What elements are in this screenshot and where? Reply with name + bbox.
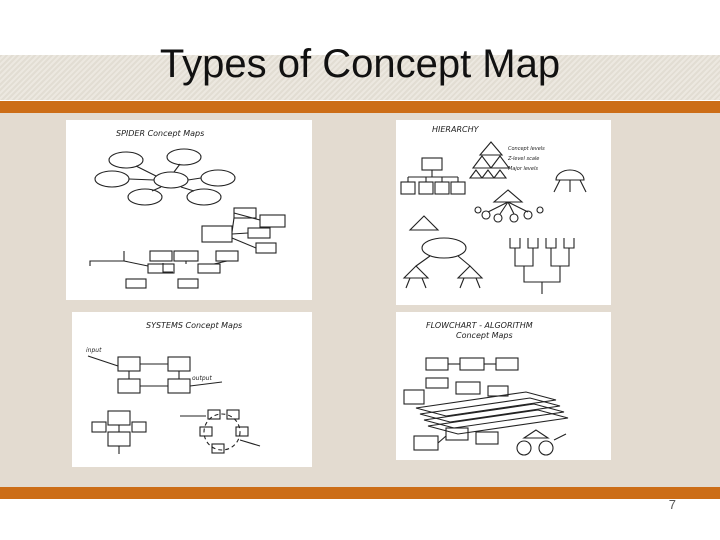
flowchart-caption: FLOWCHART - ALGORITHM xyxy=(426,321,533,330)
svg-text:Major levels: Major levels xyxy=(508,166,538,172)
hierarchy-concept-map-image: HIERARCHY Concept levels Z-level scale M… xyxy=(396,120,611,305)
flowchart-subcaption: Concept Maps xyxy=(456,331,513,340)
spider-caption: SPIDER Concept Maps xyxy=(116,129,204,138)
accent-bar-top xyxy=(0,101,720,113)
svg-text:input: input xyxy=(86,347,102,354)
page-number: 7 xyxy=(668,497,676,512)
svg-text:output: output xyxy=(192,375,212,382)
systems-caption: SYSTEMS Concept Maps xyxy=(146,321,242,330)
flowchart-concept-map-image: FLOWCHART - ALGORITHM Concept Maps xyxy=(396,312,611,460)
hierarchy-caption: HIERARCHY xyxy=(432,125,480,134)
svg-text:Concept levels: Concept levels xyxy=(508,146,545,152)
title-texture xyxy=(0,55,720,100)
footer xyxy=(0,499,720,540)
spider-concept-map-image: SPIDER Concept Maps xyxy=(66,120,312,300)
slide-title: Types of Concept Map xyxy=(159,42,561,86)
accent-bar-bottom xyxy=(0,487,720,499)
title-band: Types of Concept Map xyxy=(0,0,720,100)
systems-concept-map-image: SYSTEMS Concept Maps input output xyxy=(72,312,312,467)
svg-text:Z-level scale: Z-level scale xyxy=(507,156,539,162)
